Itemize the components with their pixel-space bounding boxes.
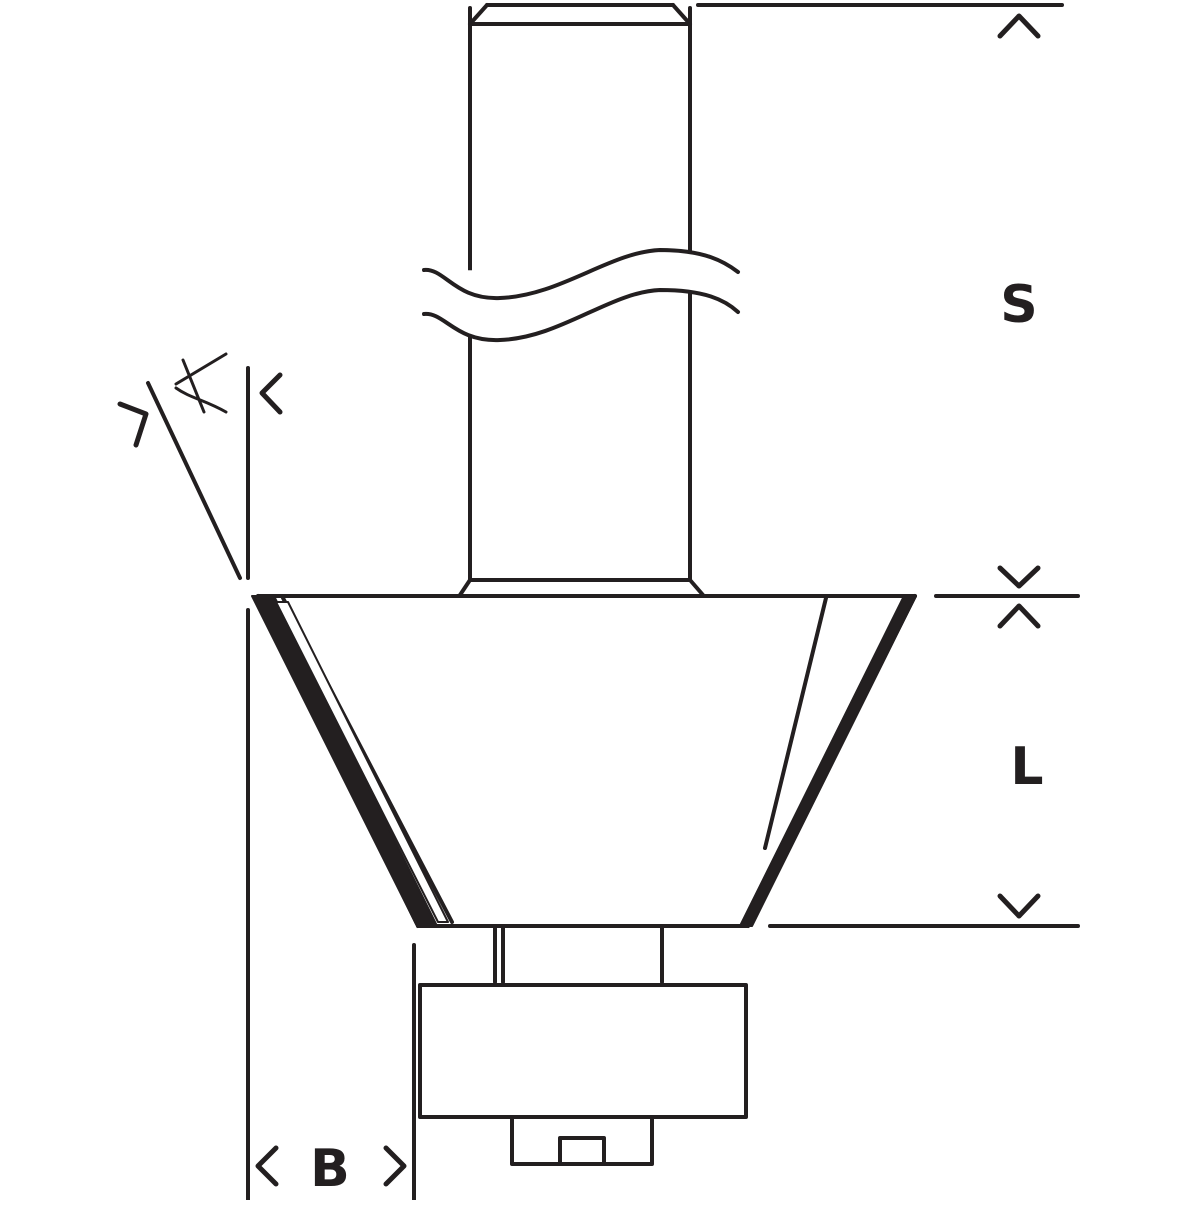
carbide-blade-left [251, 595, 449, 925]
dimension-l-arrows [997, 603, 1041, 919]
dimension-label-b: B [310, 1139, 350, 1199]
carbide-blade-right [739, 595, 917, 927]
dimension-label-s: S [1000, 275, 1037, 335]
shank-break-mark [422, 248, 740, 343]
extension-lines [246, 3, 1080, 1202]
bearing [418, 983, 748, 1119]
angle-dimension [117, 366, 283, 580]
dimension-s-arrows [997, 13, 1041, 589]
angle-symbol-icon [174, 352, 228, 414]
dimension-b-arrows [255, 1145, 407, 1187]
bearing-shaft [493, 926, 664, 984]
bearing-screw [510, 1115, 654, 1166]
dimension-label-l: L [1010, 737, 1043, 797]
